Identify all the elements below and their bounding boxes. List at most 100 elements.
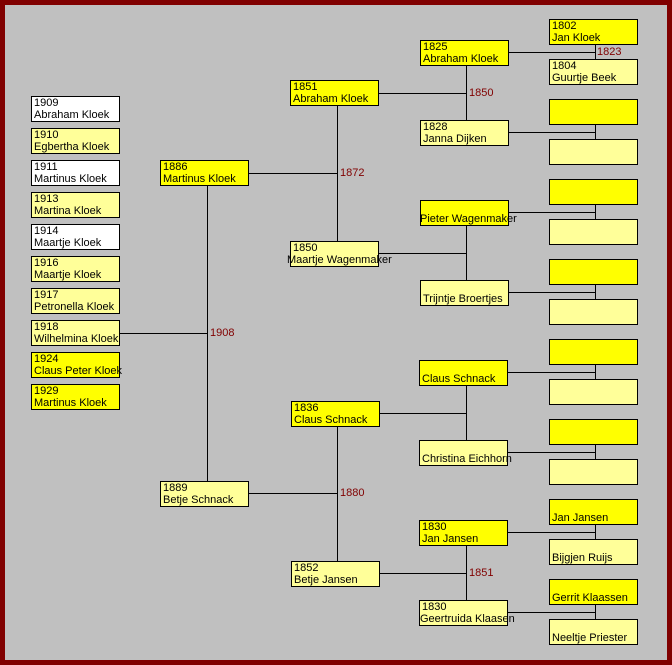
ggg-box-empty[interactable]	[549, 179, 638, 205]
birth-year: 1924	[34, 353, 59, 365]
person-name: Petronella Kloek	[34, 301, 115, 313]
birth-year	[423, 281, 508, 293]
connector	[466, 385, 467, 441]
marriage-year: 1851	[469, 567, 494, 579]
ggg-box[interactable]: Bijgjen Ruijs	[549, 539, 638, 565]
birth-year: 1852	[294, 562, 319, 574]
birth-year: 1910	[34, 129, 59, 141]
person-name: Claus Schnack	[294, 414, 368, 426]
ggg-box-empty[interactable]	[549, 299, 638, 325]
connector	[508, 292, 595, 293]
ggg-box-empty[interactable]	[549, 339, 638, 365]
ggg-box-empty[interactable]	[549, 419, 638, 445]
ggg-box-empty[interactable]	[549, 99, 638, 125]
person-name: Neeltje Priester	[552, 632, 628, 644]
connector	[508, 212, 595, 213]
ggg-box-empty[interactable]	[549, 459, 638, 485]
birth-year	[552, 540, 637, 552]
person-name: Maartje Kloek	[34, 269, 102, 281]
great-grandparent-box[interactable]: Pieter Wagenmaker	[420, 200, 517, 226]
marriage-year: 1872	[340, 167, 365, 179]
connector	[508, 532, 595, 533]
connector	[379, 93, 466, 94]
person-name: Guurtje Beek	[552, 72, 617, 84]
marriage-year: 1908	[210, 327, 235, 339]
connector	[379, 253, 466, 254]
person-name: Wilhelmina Kloek	[34, 333, 119, 345]
person-name: Abraham Kloek	[34, 109, 110, 121]
person-name: Claus Peter Kloek	[34, 365, 123, 377]
ggg-box-empty[interactable]	[549, 139, 638, 165]
great-grandparent-box[interactable]: Christina Eichhorn	[419, 440, 512, 466]
person-name: Egbertha Kloek	[34, 141, 110, 153]
birth-year: 1918	[34, 321, 59, 333]
person-name: Pieter Wagenmaker	[420, 213, 517, 225]
person-name: Abraham Kloek	[293, 93, 369, 105]
person-name: Gerrit Klaassen	[552, 592, 628, 604]
marriage-year: 1850	[469, 87, 494, 99]
birth-year: 1851	[293, 81, 318, 93]
connector	[508, 452, 595, 453]
connector	[508, 132, 595, 133]
birth-year: 1804	[552, 60, 577, 72]
person-name: Claus Schnack	[422, 373, 496, 385]
birth-year: 1913	[34, 193, 59, 205]
connector	[508, 372, 595, 373]
birth-year: 1889	[163, 482, 188, 494]
ggg-box[interactable]: Gerrit Klaassen	[549, 579, 638, 605]
connector	[508, 612, 595, 613]
connector	[508, 52, 595, 53]
birth-year: 1911	[34, 161, 58, 173]
connector	[595, 44, 596, 59]
great-grandparent-box[interactable]: Trijntje Broertjes	[420, 280, 509, 306]
ggg-box-empty[interactable]	[549, 219, 638, 245]
ggg-box[interactable]: Neeltje Priester	[549, 619, 638, 645]
birth-year: 1917	[34, 289, 59, 301]
birth-year: 1886	[163, 161, 188, 173]
ggg-box[interactable]: Jan Jansen	[549, 499, 638, 525]
person-name: Jan Jansen	[552, 512, 609, 524]
birth-year	[422, 361, 507, 373]
birth-year	[552, 500, 637, 512]
great-grandparent-box[interactable]: Claus Schnack	[419, 360, 508, 386]
birth-year: 1802	[552, 20, 577, 32]
person-name: Abraham Kloek	[423, 53, 499, 65]
person-name: Christina Eichhorn	[422, 453, 512, 465]
person-name: Geertruida Klaasen	[420, 613, 515, 625]
person-name: Betje Schnack	[163, 494, 234, 506]
connector	[379, 573, 466, 574]
birth-year: 1836	[294, 402, 319, 414]
birth-year: 1825	[423, 41, 448, 53]
ggg-box-empty[interactable]	[549, 259, 638, 285]
connector	[249, 173, 337, 174]
person-name: Trijntje Broertjes	[423, 293, 503, 305]
birth-year	[422, 441, 507, 453]
birth-year: 1916	[34, 257, 59, 269]
person-name: Janna Dijken	[423, 133, 487, 145]
connector	[466, 65, 467, 121]
connector	[337, 425, 338, 561]
ggg-box-empty[interactable]	[549, 379, 638, 405]
